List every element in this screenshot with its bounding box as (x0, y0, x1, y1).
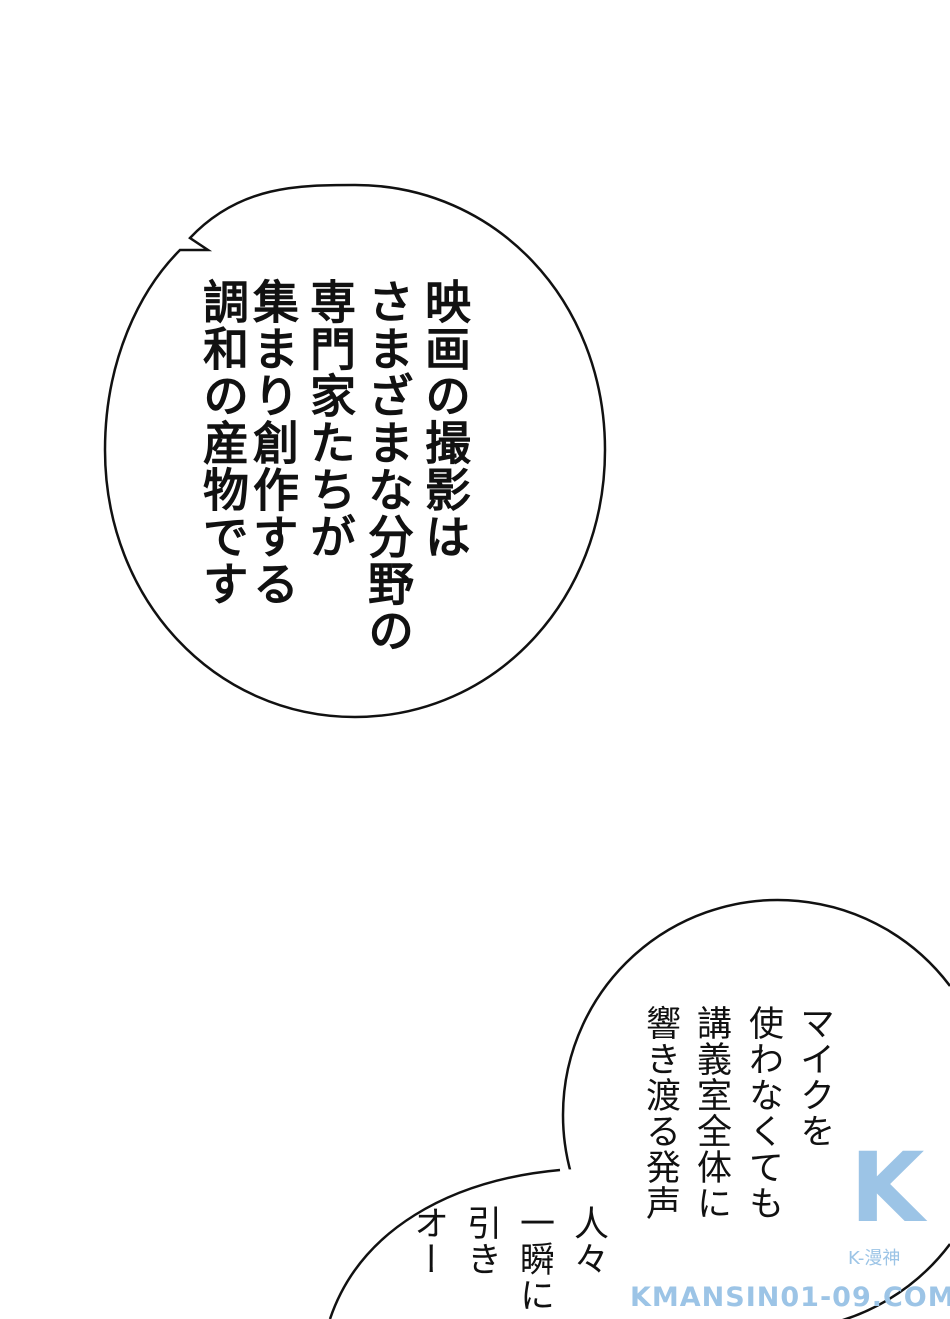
bubble-top-line-5: 調和の産物です (196, 278, 250, 607)
bubble-top-line-2: さまざまな分野の (361, 278, 415, 654)
bubble-bottom-line-2: 一瞬に (514, 1205, 554, 1313)
speech-bubble-bottom-outline (328, 1168, 561, 1319)
bubble-top-line-4: 集まり創作する (246, 278, 300, 607)
bubble-right-line-3: 講義室全体に (691, 1005, 731, 1221)
bubble-bottom-line-1: 人々 (568, 1205, 608, 1277)
bubble-bottom-line-3: 引き (461, 1205, 501, 1277)
speech-bubble-bottom (330, 1169, 760, 1319)
watermark-name: K-漫神 (848, 1248, 901, 1269)
bubble-right-line-1: マイクを (794, 1005, 834, 1149)
bubble-right-line-4: 響き渡る発声 (640, 1005, 680, 1221)
bubble-top-line-1: 映画の撮影は (418, 278, 472, 560)
watermark-site: KMANSIN01-09.COM (630, 1282, 950, 1313)
watermark-logo: K (850, 1132, 925, 1244)
bubble-bottom-line-4: オー (408, 1205, 448, 1277)
bubble-right-line-2: 使わなくても (743, 1005, 783, 1221)
bubble-top-line-3: 専門家たちが (303, 278, 357, 560)
speech-bubble-top (103, 183, 607, 719)
